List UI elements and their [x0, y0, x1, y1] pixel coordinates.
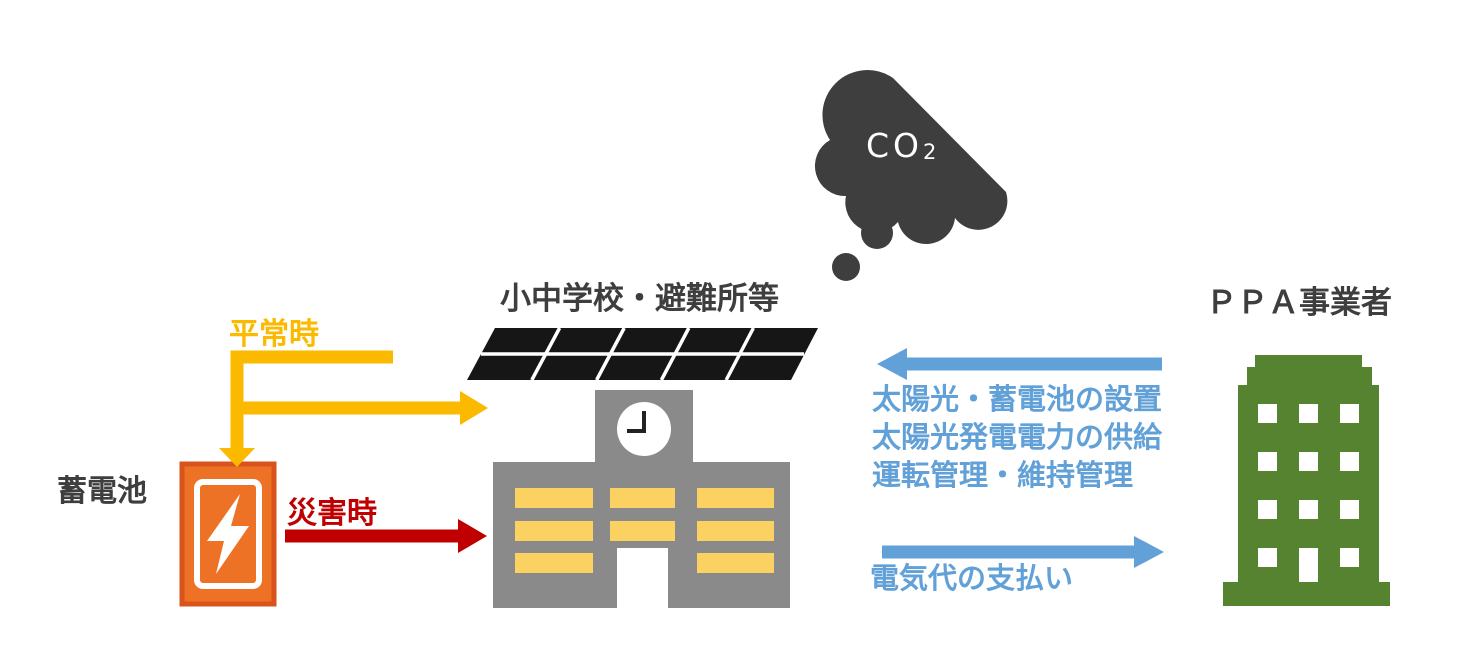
solar-panel-icon [467, 327, 818, 381]
battery-icon [179, 461, 277, 607]
co2-cloud-icon [814, 70, 1008, 281]
lightning-bolt-icon [207, 494, 249, 574]
service-item: 運転管理・維持管理 [872, 460, 1134, 492]
school-entrance [617, 548, 668, 609]
office-building-icon [1223, 355, 1390, 606]
battery-label: 蓄電池 [57, 475, 147, 508]
school-title: 小中学校・避難所等 [500, 281, 779, 316]
payment-label: 電気代の支払い [870, 563, 1074, 595]
normal-flow-label: 平常時 [229, 318, 319, 351]
normal-flow-arrow [219, 350, 488, 467]
office-door [1299, 548, 1318, 582]
service-item: 太陽光・蓄電池の設置 [872, 384, 1163, 416]
school-building-icon [493, 390, 790, 609]
disaster-flow-arrow [285, 519, 487, 553]
cloud-dot [832, 253, 860, 281]
ppa-services-arrow [877, 348, 1162, 380]
ppa-title: ＰＰＡ事業者 [1206, 285, 1392, 320]
co2-label: CO2 [866, 126, 937, 165]
co2-subscript: 2 [923, 140, 937, 164]
disaster-flow-label: 災害時 [287, 497, 377, 530]
service-item: 太陽光発電電力の供給 [872, 422, 1163, 454]
payment-arrow [882, 536, 1164, 568]
ppa-services-list: 太陽光・蓄電池の設置 太陽光発電電力の供給 運転管理・維持管理 [872, 381, 1162, 495]
cloud-dot [861, 217, 893, 249]
